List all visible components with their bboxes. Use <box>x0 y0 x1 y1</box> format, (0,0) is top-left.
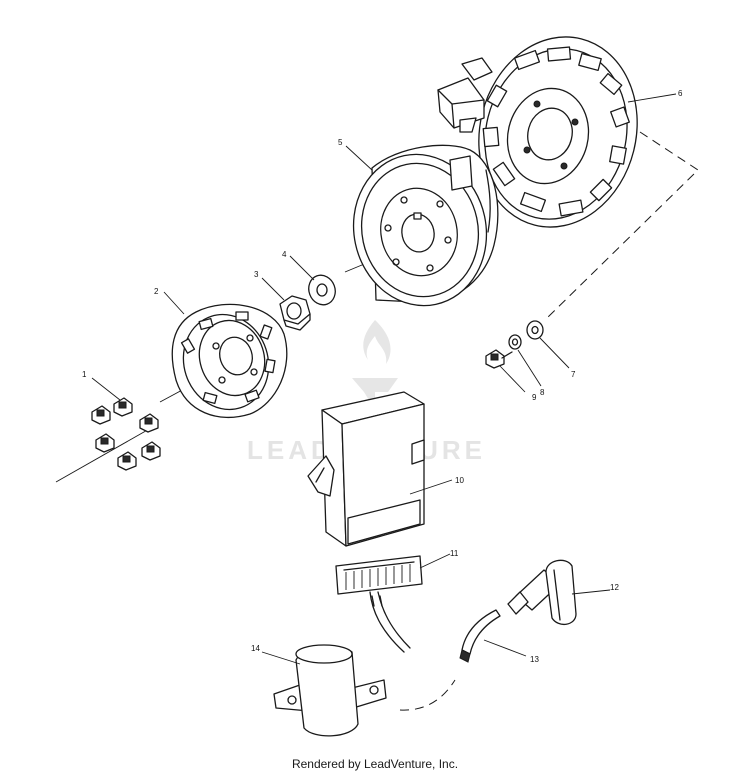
cdi-module-part <box>307 391 425 547</box>
bolts-part <box>91 397 161 471</box>
dashed-line-stator <box>546 131 699 319</box>
leader-lines <box>91 93 677 665</box>
flame-logo-icon <box>352 320 398 410</box>
footer-credit: Rendered by LeadVenture, Inc. <box>291 757 459 771</box>
starter-cup-part <box>171 303 288 418</box>
callout-5: 5 <box>338 138 343 147</box>
ignition-coil-part <box>273 644 387 737</box>
callout-11: 11 <box>450 549 459 558</box>
connector-part <box>335 555 423 653</box>
callout-12: 12 <box>610 583 619 592</box>
flywheel-part <box>352 144 499 307</box>
callout-10: 10 <box>455 476 464 485</box>
axis-line-bolts <box>55 423 159 483</box>
callout-6: 6 <box>678 89 683 98</box>
washer-small-part <box>526 320 544 340</box>
stator-part <box>437 36 638 228</box>
spark-plug-cap-part <box>507 559 577 625</box>
callout-1: 1 <box>82 370 87 379</box>
callout-3: 3 <box>254 270 259 279</box>
callout-14: 14 <box>251 644 260 653</box>
dashed-line-ignition <box>399 679 456 711</box>
ignition-lead-part <box>459 609 501 663</box>
screw-part <box>485 349 513 369</box>
callout-8: 8 <box>540 388 545 397</box>
callout-9: 9 <box>532 393 537 402</box>
callout-2: 2 <box>154 287 159 296</box>
callout-7: 7 <box>571 370 576 379</box>
nut-part <box>279 295 311 331</box>
callout-13: 13 <box>530 655 539 664</box>
lock-washer-part <box>508 334 522 350</box>
callout-4: 4 <box>282 250 287 259</box>
washer-part <box>308 274 336 306</box>
callout-labels: 1 2 3 4 5 6 7 8 9 10 11 12 13 14 <box>82 89 683 664</box>
